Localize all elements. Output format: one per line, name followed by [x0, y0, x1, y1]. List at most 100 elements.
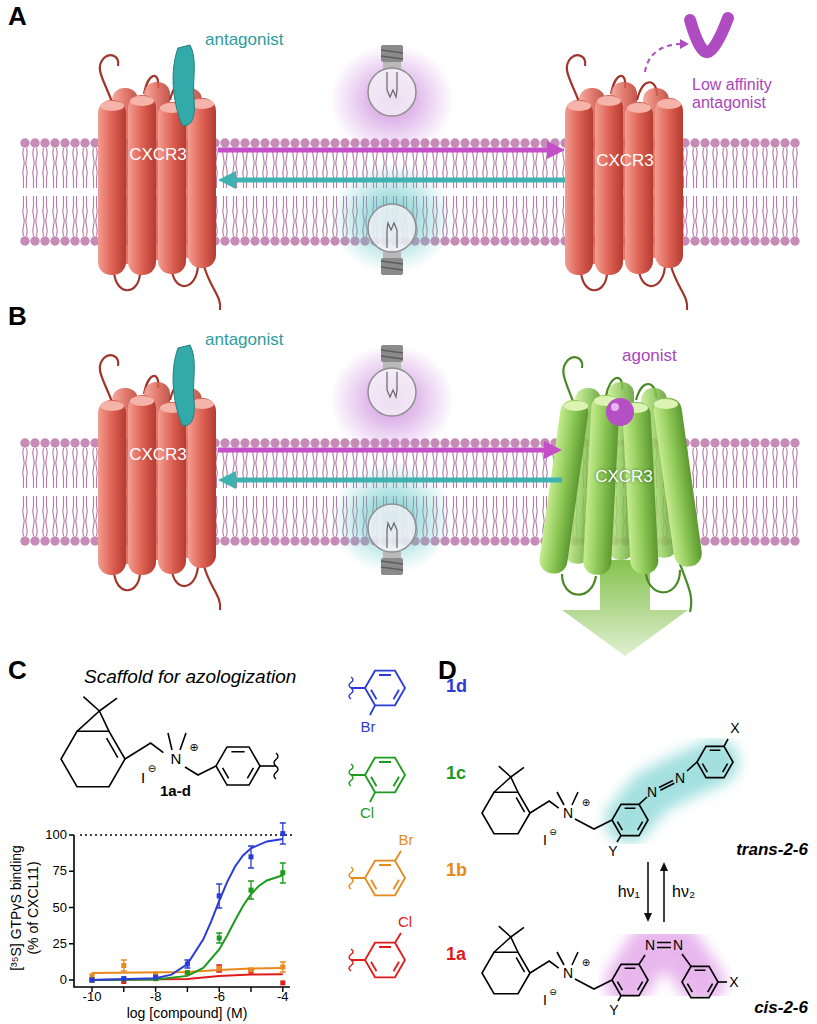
node-label: CXCR3	[129, 445, 187, 465]
axis-title: [³⁵S] GTPγS binding	[8, 845, 24, 971]
chemical-structure	[557, 792, 578, 805]
ligand-label: antagonist	[205, 30, 283, 50]
substituent-fragment	[351, 688, 375, 715]
chemical-structure	[612, 804, 648, 835]
reaction-arrow	[660, 862, 668, 922]
data-points	[185, 970, 190, 975]
arrow-shaft	[218, 148, 548, 153]
atom-label: N	[645, 937, 655, 953]
atom-label: N	[563, 805, 573, 821]
light-bulb	[368, 204, 416, 275]
chemical-structure	[575, 819, 612, 829]
data-points	[90, 831, 286, 982]
data-points	[280, 980, 285, 985]
arrow-shaft	[218, 448, 545, 453]
dose-response-curve	[92, 839, 283, 980]
tick-label: 75	[53, 864, 67, 879]
chemical-structure	[482, 926, 559, 994]
compound-number: 1c	[446, 763, 466, 784]
compound-number: 1a	[446, 944, 466, 965]
receptor-node: CXCR3	[98, 395, 218, 575]
chemical-structure	[697, 746, 733, 777]
chemical-structure	[61, 697, 163, 787]
tick-label: -10	[83, 990, 102, 1005]
tick-label: 25	[53, 936, 67, 951]
substituent-fragment	[349, 671, 405, 978]
atom-label: N	[563, 965, 573, 981]
reaction-arrow	[218, 141, 565, 159]
panel-letter: C	[8, 656, 27, 686]
error-bars	[121, 960, 286, 972]
light-bulb	[368, 45, 416, 116]
reaction-arrow	[644, 862, 652, 922]
substituent-fragment	[365, 861, 405, 896]
data-points	[90, 978, 95, 983]
arrow-shaft	[235, 178, 565, 183]
atom-label: X	[730, 720, 739, 736]
data-points	[217, 966, 222, 971]
chemical-structure	[724, 739, 728, 746]
low-affinity-ligand	[645, 44, 682, 72]
chemical-structure	[618, 996, 621, 1001]
charge-label: ⊖	[148, 763, 156, 775]
plot-axes	[80, 834, 292, 835]
data-points	[90, 978, 95, 983]
tick-label: -6	[213, 990, 225, 1005]
arrow-shaft	[663, 870, 665, 922]
data-points	[280, 965, 285, 970]
data-points	[249, 888, 254, 893]
plot-axes	[74, 835, 290, 987]
data-points	[185, 970, 190, 975]
light-bulb	[368, 504, 416, 575]
active-receptor	[538, 357, 704, 612]
edge-label: hν₂	[672, 883, 695, 901]
substituent-fragment	[349, 851, 405, 895]
data-points	[280, 831, 285, 836]
arrowhead	[544, 441, 562, 459]
dose-response-curve	[92, 839, 283, 980]
data-points	[185, 970, 190, 975]
chemical-structure	[185, 766, 216, 775]
tick-label: 0	[60, 973, 67, 988]
chemical-structure	[61, 697, 278, 787]
atom-label: Y	[609, 1002, 618, 1018]
charge-label: ⊖	[549, 987, 557, 997]
arrowhead	[218, 471, 236, 489]
charge-label: ⊕	[582, 957, 590, 969]
atom-label: Br	[399, 831, 414, 848]
chemical-structure	[482, 766, 559, 834]
charge-label: ⊖	[549, 827, 557, 837]
chemical-structure	[612, 964, 648, 995]
axis-title: (% of CXCL11)	[25, 861, 41, 954]
ligand-antagonist	[173, 345, 194, 426]
low-affinity-ligand	[645, 18, 728, 72]
node-label: CXCR3	[595, 467, 653, 487]
atom-label: N	[171, 750, 182, 767]
arrowhead	[660, 862, 668, 871]
substituent-fragment	[349, 758, 405, 802]
tick-label: -4	[277, 990, 289, 1005]
arrow-shaft	[235, 478, 562, 483]
substituent-fragment	[351, 933, 401, 960]
atom-label: Y	[608, 843, 617, 859]
atom-label: I	[141, 769, 145, 786]
substituent-fragment	[351, 775, 375, 802]
receptor-illustration	[565, 55, 687, 310]
photoswitch-highlight	[628, 762, 716, 982]
node-label: CXCR3	[596, 151, 654, 171]
data-points	[249, 967, 254, 972]
plot-axes	[92, 987, 283, 992]
arrowhead	[547, 141, 565, 159]
substituent-fragment	[349, 764, 353, 786]
light-bulb	[330, 344, 454, 456]
data-points	[185, 962, 190, 967]
receptor-node: CXCR3	[565, 95, 685, 275]
panel-letter: A	[8, 2, 27, 32]
substituent-fragment	[349, 933, 405, 977]
panel-subtitle: Scaffold for azologization	[84, 666, 296, 688]
light-bulb	[330, 44, 454, 156]
error-bars	[184, 823, 285, 968]
atom-label: Cl	[360, 804, 374, 821]
